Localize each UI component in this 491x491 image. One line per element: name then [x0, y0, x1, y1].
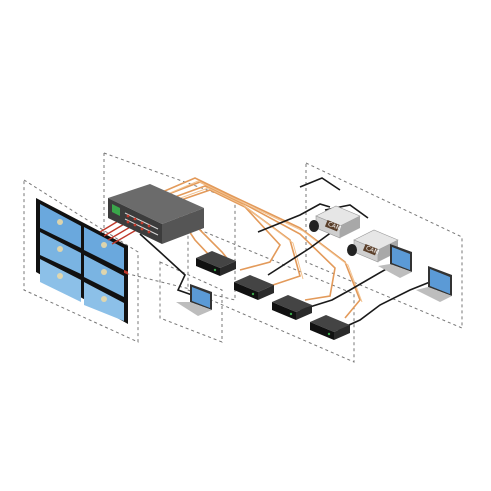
video-wall-panel	[40, 204, 81, 248]
laptop-area-frame	[159, 261, 223, 343]
security-camera-icon: CAM	[347, 229, 399, 263]
camera-label: CAM	[327, 221, 342, 233]
laptop-icon	[378, 244, 412, 278]
network-switch-icon	[108, 184, 204, 275]
video-wall-panel	[40, 259, 81, 302]
extender-area-frame	[187, 224, 355, 363]
fiber-extender-box-icon	[310, 315, 350, 340]
video-wall-frame	[23, 179, 139, 343]
video-wall-icon	[36, 198, 128, 324]
laptop-icon	[176, 284, 212, 316]
camera-area-frame	[305, 162, 463, 329]
fiber-extender-box-icon	[234, 275, 274, 300]
video-wall-panel	[84, 255, 124, 297]
video-patch-cables	[99, 219, 139, 245]
video-wall-panel	[40, 232, 81, 274]
fiber-extender-box-icon	[196, 251, 236, 276]
security-camera-icon: CAM	[309, 205, 361, 239]
fiber-extender-box-icon	[272, 295, 312, 320]
laptop-icon	[416, 266, 452, 302]
video-wall-panel	[84, 227, 124, 270]
camera-label: CAM	[365, 245, 380, 257]
